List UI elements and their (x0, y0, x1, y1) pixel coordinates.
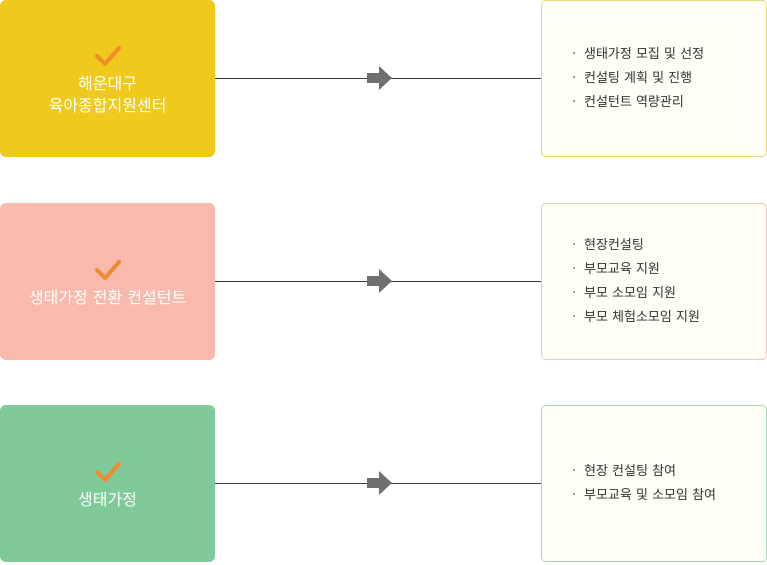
checkmark-icon (94, 45, 121, 66)
role-item: 생태가정 모집 및 선정 (572, 43, 704, 67)
role-item: 현장 컨설팅 참여 (572, 460, 716, 484)
organization-title: 생태가정 (78, 489, 137, 509)
organization-title: 생태가정 전환 컨설턴트 (28, 287, 187, 307)
checkmark-icon (94, 259, 121, 280)
role-item: 부모교육 지원 (572, 258, 700, 282)
role-list-box: 현장 컨설팅 참여 부모교육 및 소모임 참여 (541, 405, 767, 562)
flow-row-2: 생태가정 전환 컨설턴트 현장컨설팅 부모교육 지원 부모 소모임 지원 부모 … (0, 203, 767, 360)
role-item: 현장컨설팅 (572, 234, 700, 258)
flow-row-1: 해운대구 육아종합지원센터 생태가정 모집 및 선정 컨설팅 계획 및 진행 컨… (0, 0, 767, 157)
organization-title: 해운대구 육아종합지원센터 (48, 73, 167, 115)
role-item: 부모 체험소모임 지원 (572, 306, 700, 330)
role-item: 컨설팅 계획 및 진행 (572, 67, 704, 91)
right-arrow-icon (367, 269, 392, 293)
role-list-box: 생태가정 모집 및 선정 컨설팅 계획 및 진행 컨설턴트 역량관리 (541, 0, 767, 157)
role-list-box: 현장컨설팅 부모교육 지원 부모 소모임 지원 부모 체험소모임 지원 (541, 203, 767, 360)
right-arrow-icon (367, 471, 392, 495)
role-item: 컨설턴트 역량관리 (572, 91, 704, 115)
organization-box: 생태가정 (0, 405, 215, 562)
checkmark-icon (94, 461, 121, 482)
role-item: 부모교육 및 소모임 참여 (572, 484, 716, 508)
role-list: 현장 컨설팅 참여 부모교육 및 소모임 참여 (572, 460, 716, 508)
flow-row-3: 생태가정 현장 컨설팅 참여 부모교육 및 소모임 참여 (0, 405, 767, 562)
organization-box: 생태가정 전환 컨설턴트 (0, 203, 215, 360)
role-item: 부모 소모임 지원 (572, 282, 700, 306)
organization-box: 해운대구 육아종합지원센터 (0, 0, 215, 157)
role-list: 생태가정 모집 및 선정 컨설팅 계획 및 진행 컨설턴트 역량관리 (572, 43, 704, 115)
right-arrow-icon (367, 66, 392, 90)
role-list: 현장컨설팅 부모교육 지원 부모 소모임 지원 부모 체험소모임 지원 (572, 234, 700, 330)
